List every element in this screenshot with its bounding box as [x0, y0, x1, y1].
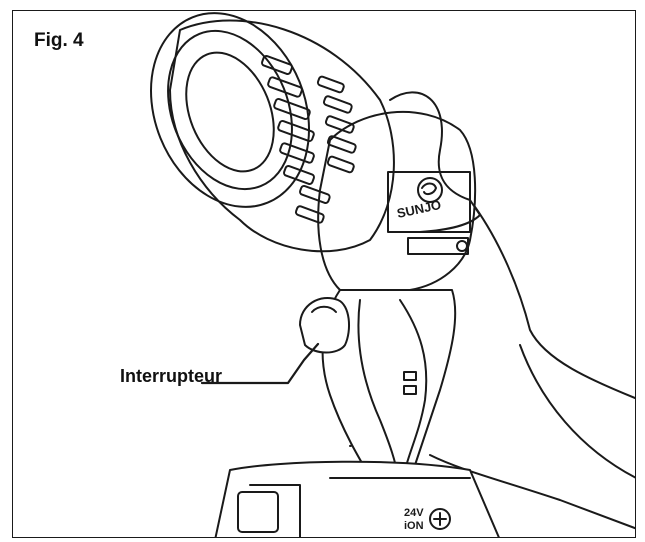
- figure-label: Fig. 4: [34, 30, 84, 51]
- brand-logo-icon: [417, 177, 443, 203]
- rear-screw-icon: [456, 240, 468, 252]
- hand-outline: [469, 199, 635, 400]
- battery-pack: [214, 460, 500, 537]
- callout-leader-line: [200, 342, 320, 385]
- head-barrel: [169, 19, 395, 253]
- battery-voltage-label: 24V: [404, 507, 424, 519]
- handle-panel: [399, 299, 428, 471]
- wrist-outline: [429, 454, 635, 530]
- arm-outline: [519, 344, 635, 479]
- carry-handle: [389, 91, 481, 233]
- battery-type-label: iON: [404, 520, 424, 532]
- battery-release-button: [237, 491, 279, 533]
- switch-callout-label: Interrupteur: [120, 366, 223, 386]
- battery-power-icon: [429, 508, 451, 530]
- indicator-2: [403, 385, 417, 395]
- battery-latch: [249, 484, 301, 537]
- indicator-1: [403, 371, 417, 381]
- vent-slots: [261, 55, 357, 224]
- handle-inner-line: [357, 299, 399, 479]
- lens-reflector: [185, 51, 275, 173]
- switch-ridge: [311, 305, 337, 313]
- figure-frame: [12, 10, 636, 538]
